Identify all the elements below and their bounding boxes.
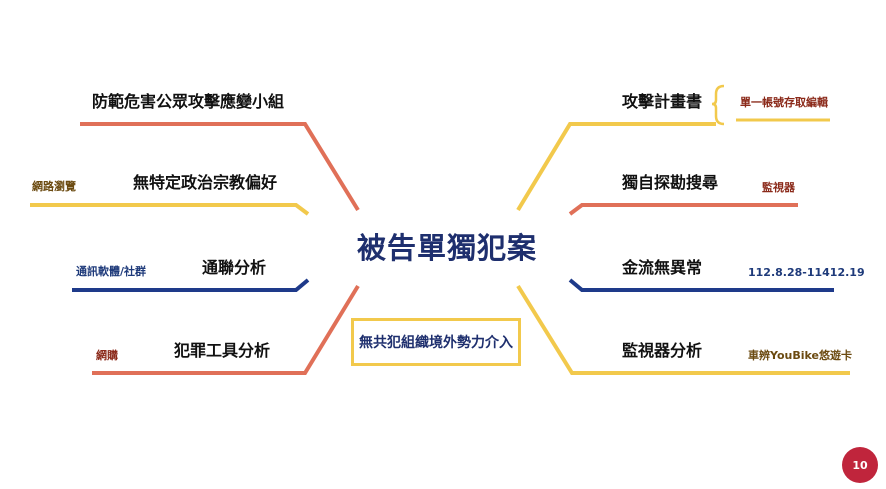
branch-label-left-2: 無特定政治宗教偏好 [133, 173, 278, 192]
branch-label-left-3: 通聯分析 [202, 258, 267, 277]
branch-label-right-4: 監視器分析 [622, 341, 703, 360]
branch-line-left-2 [30, 203, 310, 216]
branch-line-left-1 [80, 122, 360, 212]
branch-label-left-1: 防範危害公眾攻擊應變小組 [92, 92, 285, 111]
branch-label-right-2: 獨自探勘搜尋 [622, 173, 719, 192]
branch-note-right-1: 單一帳號存取編輯 [740, 96, 828, 109]
curly-brace [711, 84, 725, 126]
branch-line-right-1 [516, 122, 716, 212]
branch-note-right-2: 監視器 [762, 181, 795, 194]
page-number-badge: 10 [842, 447, 878, 483]
branch-line-left-3 [72, 278, 310, 292]
branch-label-left-4: 犯罪工具分析 [174, 341, 271, 360]
branch-note-right-4: 車辨YouBike悠遊卡 [748, 349, 852, 362]
branch-line-right-4 [516, 284, 850, 375]
branch-note-left-3: 通訊軟體/社群 [76, 265, 147, 278]
branch-note-left-2: 網路瀏覽 [32, 180, 76, 193]
center-subtitle-box: 無共犯組織境外勢力介入 [351, 318, 521, 366]
center-title: 被告單獨犯案 [357, 231, 538, 265]
branch-label-right-1: 攻擊計畫書 [622, 92, 703, 111]
branch-line-left-4 [92, 284, 360, 375]
branch-line-right-3 [568, 278, 834, 292]
branch-note-left-4: 網購 [96, 349, 118, 362]
branch-line-right-2 [568, 203, 798, 216]
branch-note-right-3: 112.8.28-11412.19 [748, 266, 865, 279]
branch-label-right-3: 金流無異常 [622, 258, 703, 277]
